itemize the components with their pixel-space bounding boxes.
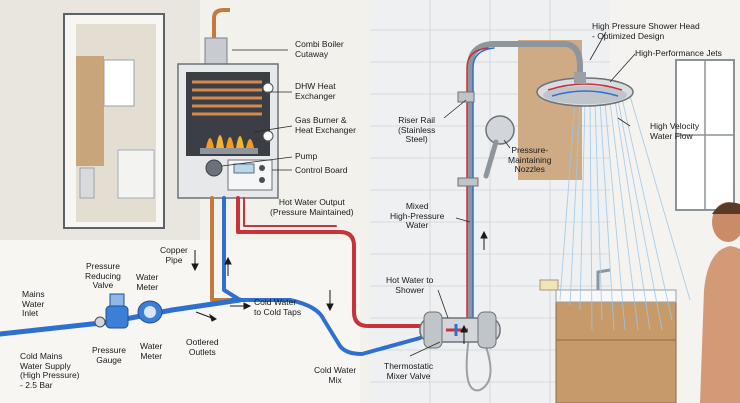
label-combi-boiler: Combi Boiler Cutaway: [295, 39, 344, 59]
thermostatic-mixer-valve: [419, 311, 501, 349]
label-mixed-high-pressure: Mixed High-Pressure Water: [390, 201, 445, 230]
shower-head: [536, 72, 634, 107]
leader-lines: [221, 31, 636, 357]
vanity-unit: [555, 299, 677, 403]
pressure-reducing-valve: [105, 293, 129, 329]
label-high-performance-jets: High-Performance Jets: [635, 48, 722, 58]
label-water-meter-top: Water Meter: [136, 272, 159, 292]
label-high-velocity: High Velocity Water Flow: [650, 121, 700, 141]
gas-burner-flames: [200, 135, 258, 154]
label-water-meter-bottom: Water Meter: [140, 341, 163, 361]
wood-panel: [76, 56, 104, 166]
label-pressure-reducing-valve: Pressure Reducing Valve: [85, 261, 121, 290]
basin: [555, 289, 677, 303]
label-cold-water-mix: Cold Water Mix: [314, 365, 357, 385]
label-dhw-heat-exchanger: DHW Heat Exchanger: [295, 81, 336, 101]
label-hot-water-to-shower: Hot Water to Shower: [386, 275, 434, 295]
hand-shower: [457, 115, 515, 187]
label-mains-water-inlet: Mains Water Inlet: [22, 289, 45, 318]
towel-radiator: [79, 167, 95, 199]
label-copper-pipe: Copper Pipe: [160, 245, 188, 265]
basin-tap: [596, 268, 611, 290]
label-gas-burner: Gas Burner & Heat Exchanger: [295, 115, 356, 135]
label-pump: Pump: [295, 151, 318, 161]
label-thermostatic-mixer: Thermostatic Mixer Valve: [384, 361, 434, 381]
boiler-unit: [177, 8, 279, 199]
dhw-heat-exchanger-coil: [192, 80, 262, 116]
floor: [0, 240, 360, 403]
label-cold-mains-supply: Cold Mains Water Supply (High Pressure) …: [20, 351, 80, 390]
cold-water-mix-pipe: [238, 298, 422, 356]
label-pressure-nozzles: Pressure- Maintaining Nozzles: [508, 145, 552, 174]
person: [700, 202, 740, 403]
riser-rail: [467, 41, 583, 333]
rail-bracket: [457, 91, 475, 103]
label-control-board: Control Board: [295, 165, 348, 175]
label-hot-water-output: Hot Water Output (Pressure Maintained): [270, 197, 354, 217]
wood-panel-shower: [518, 40, 582, 180]
label-riser-rail: Riser Rail (Stainless Steel): [398, 115, 436, 144]
label-shower-head: High Pressure Shower Head - Optimized De…: [592, 21, 700, 41]
label-ootlered-outlets: Ootlered Outlets: [186, 337, 219, 357]
pump-body: [205, 159, 223, 177]
flow-arrows: [191, 230, 488, 344]
vanity-cabinet: [117, 149, 155, 199]
label-pressure-gauge: Pressure Gauge: [92, 345, 127, 365]
pressure-gauge-dial: [94, 316, 106, 328]
water-spray: [559, 95, 691, 331]
water-meter: [137, 300, 163, 324]
back-window: [103, 59, 135, 107]
hot-water-output-pipe: [236, 196, 422, 328]
soap-dish: [539, 279, 559, 291]
label-cold-water-to-taps: Cold Water to Cold Taps: [254, 297, 302, 317]
